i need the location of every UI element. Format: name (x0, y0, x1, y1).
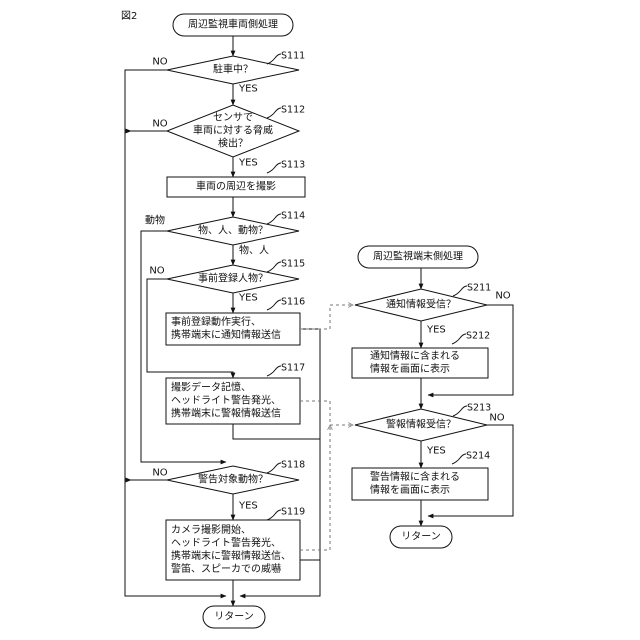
step-s114-leader (267, 214, 281, 224)
decision-s112-label-line: 検出？ (218, 137, 248, 150)
process-s117-label-line: 撮影データ記憶、 (171, 381, 251, 394)
step-s116-leader (267, 300, 281, 310)
terminal-start-terminal-label: 周辺監視端末側処理 (373, 250, 463, 263)
decision-s115-label: 事前登録人物？ (198, 272, 268, 285)
step-s117: S117 (281, 363, 305, 374)
decision-s211-label: 通知情報受信？ (386, 298, 456, 311)
process-s117-label-line: ヘッドライト警告発光、 (171, 394, 281, 407)
step-s112: S112 (281, 105, 305, 116)
step-s119-leader (267, 510, 281, 520)
process-s113-label: 車両の周辺を撮影 (196, 180, 276, 193)
process-s212-label-line: 情報を画面に表示 (370, 362, 450, 375)
label-no-s115: NO (149, 266, 164, 277)
step-s111: S111 (281, 51, 305, 62)
step-s214-leader (452, 454, 466, 464)
conn-s115-no-join (226, 372, 233, 378)
step-s113: S113 (281, 160, 305, 171)
decision-s118-label: 警告対象動物？ (198, 473, 268, 486)
step-s115-leader (267, 262, 281, 272)
step-s213: S213 (467, 403, 491, 414)
conn-s117-bus (233, 424, 320, 439)
step-s113-leader (267, 163, 281, 173)
step-s118: S118 (281, 460, 305, 471)
vehicle-start-terminal-label: 周辺監視車両側処理 (188, 18, 278, 31)
step-s112-leader (267, 108, 281, 118)
decision-s111-label: 駐車中？ (213, 63, 253, 76)
process-s212-label-line: 通知情報に含まれる (370, 349, 460, 362)
label-yes-s112: YES (238, 158, 258, 169)
label-yes-s118: YES (238, 501, 258, 512)
label-yes-s211: YES (426, 325, 446, 336)
dashed-s116-to-s211 (300, 305, 353, 329)
label-yes-s115: YES (238, 293, 258, 304)
terminal-end-terminal-label: リターン (401, 531, 441, 543)
vehicle-end-terminal-label: リターン (214, 611, 254, 623)
process-s119-label-line: カメラ撮影開始、 (171, 523, 251, 536)
label-no-s211: NO (495, 291, 510, 302)
process-s119-label-line: ヘッドライト警告発光、 (171, 536, 281, 549)
label-no-s213: NO (489, 413, 504, 424)
label-no-s112: NO (152, 119, 167, 130)
decision-s112-label-line: センサで (213, 112, 253, 124)
step-s118-leader (267, 463, 281, 473)
process-s117-label-line: 携帯端末に警報情報送信 (171, 407, 281, 420)
process-s119-label-line: 携帯端末に警報情報送信、 (171, 549, 291, 562)
step-s212-leader (452, 334, 466, 344)
step-s116: S116 (281, 297, 305, 308)
label-animal-s114: 動物 (145, 214, 165, 227)
dashed-s119-to-s213 (300, 425, 330, 550)
step-s117-leader (267, 366, 281, 376)
step-s211-leader (453, 286, 467, 296)
process-s119-label-line: 警笛、スピーカでの威嚇 (171, 562, 281, 575)
step-s214: S214 (466, 451, 490, 462)
decision-s213-label: 警報情報受信？ (386, 418, 456, 431)
decision-s112-label-line: 車両に対する脅威 (193, 124, 273, 137)
dashed-s117-to-s213 (300, 401, 353, 425)
decision-s114-label: 物、人、動物？ (198, 224, 268, 237)
label-thing-person-s114: 物、人 (239, 244, 269, 257)
step-s115: S115 (281, 259, 305, 270)
label-yes-s111: YES (238, 84, 258, 95)
process-s116-label-line: 携帯端末に通知情報送信 (171, 328, 281, 341)
step-s119: S119 (281, 507, 305, 518)
step-s211: S211 (467, 283, 491, 294)
process-s214-label-line: 情報を画面に表示 (370, 483, 450, 496)
step-s213-leader (453, 406, 467, 416)
label-no-s118: NO (152, 468, 167, 479)
process-s116-label-line: 事前登録動作実行、 (171, 315, 261, 328)
step-s111-leader (267, 54, 281, 64)
step-s212: S212 (466, 331, 490, 342)
label-no-s111: NO (152, 57, 167, 68)
process-s214-label-line: 警告情報に含まれる (370, 470, 460, 483)
label-yes-s213: YES (426, 446, 446, 457)
step-s114: S114 (281, 211, 305, 222)
